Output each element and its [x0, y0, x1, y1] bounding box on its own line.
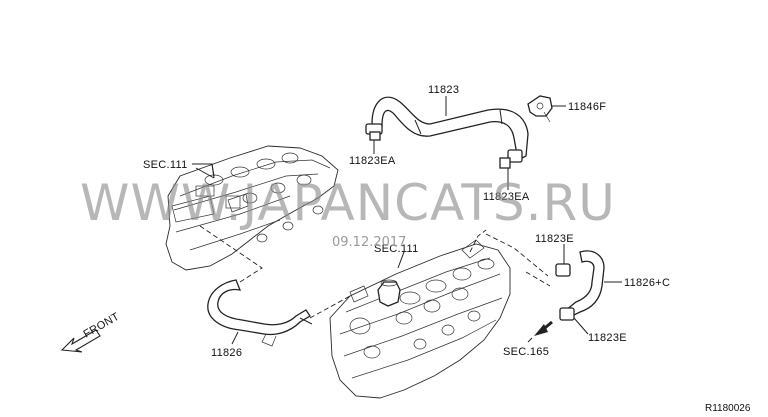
upper-cylinder-head: [165, 145, 339, 271]
front-arrow: FRONT: [60, 311, 122, 353]
hose-11826: [207, 279, 313, 347]
label-11823: 11823: [428, 84, 459, 96]
leader-lines: [192, 96, 622, 345]
sec165-arrow: [534, 320, 553, 336]
watermark-date: 09.12.2017: [332, 235, 406, 250]
label-11823e-bottom: 11823E: [588, 332, 627, 344]
watermark-site: WWW.JAPANCATS.RU: [80, 174, 616, 232]
label-11826: 11826: [211, 347, 242, 359]
label-sec111-lower: SEC.111: [374, 243, 419, 255]
diagram-code: R1180026: [705, 403, 751, 414]
connection-lines: [199, 225, 551, 319]
label-11823ea-right: 11823EA: [483, 191, 530, 203]
hose-11826c: [565, 250, 605, 317]
clamp-11823e-top: [555, 252, 571, 277]
label-11823ea-left: 11823EA: [349, 155, 396, 167]
hose-11823: [371, 96, 529, 161]
fitting-11846f: [527, 95, 566, 123]
clamp-11823ea-right: [499, 149, 523, 186]
clamp-11823ea-left: [365, 123, 383, 150]
label-11826c: 11826+C: [624, 277, 670, 289]
label-11846f: 11846F: [568, 101, 606, 113]
label-11823e-top: 11823E: [535, 233, 574, 245]
label-sec165: SEC.165: [503, 346, 549, 358]
front-label: FRONT: [82, 311, 122, 341]
clamp-11823e-bottom: [559, 307, 589, 335]
lower-cylinder-head: [329, 239, 511, 399]
label-sec111-upper: SEC.111: [143, 159, 188, 171]
